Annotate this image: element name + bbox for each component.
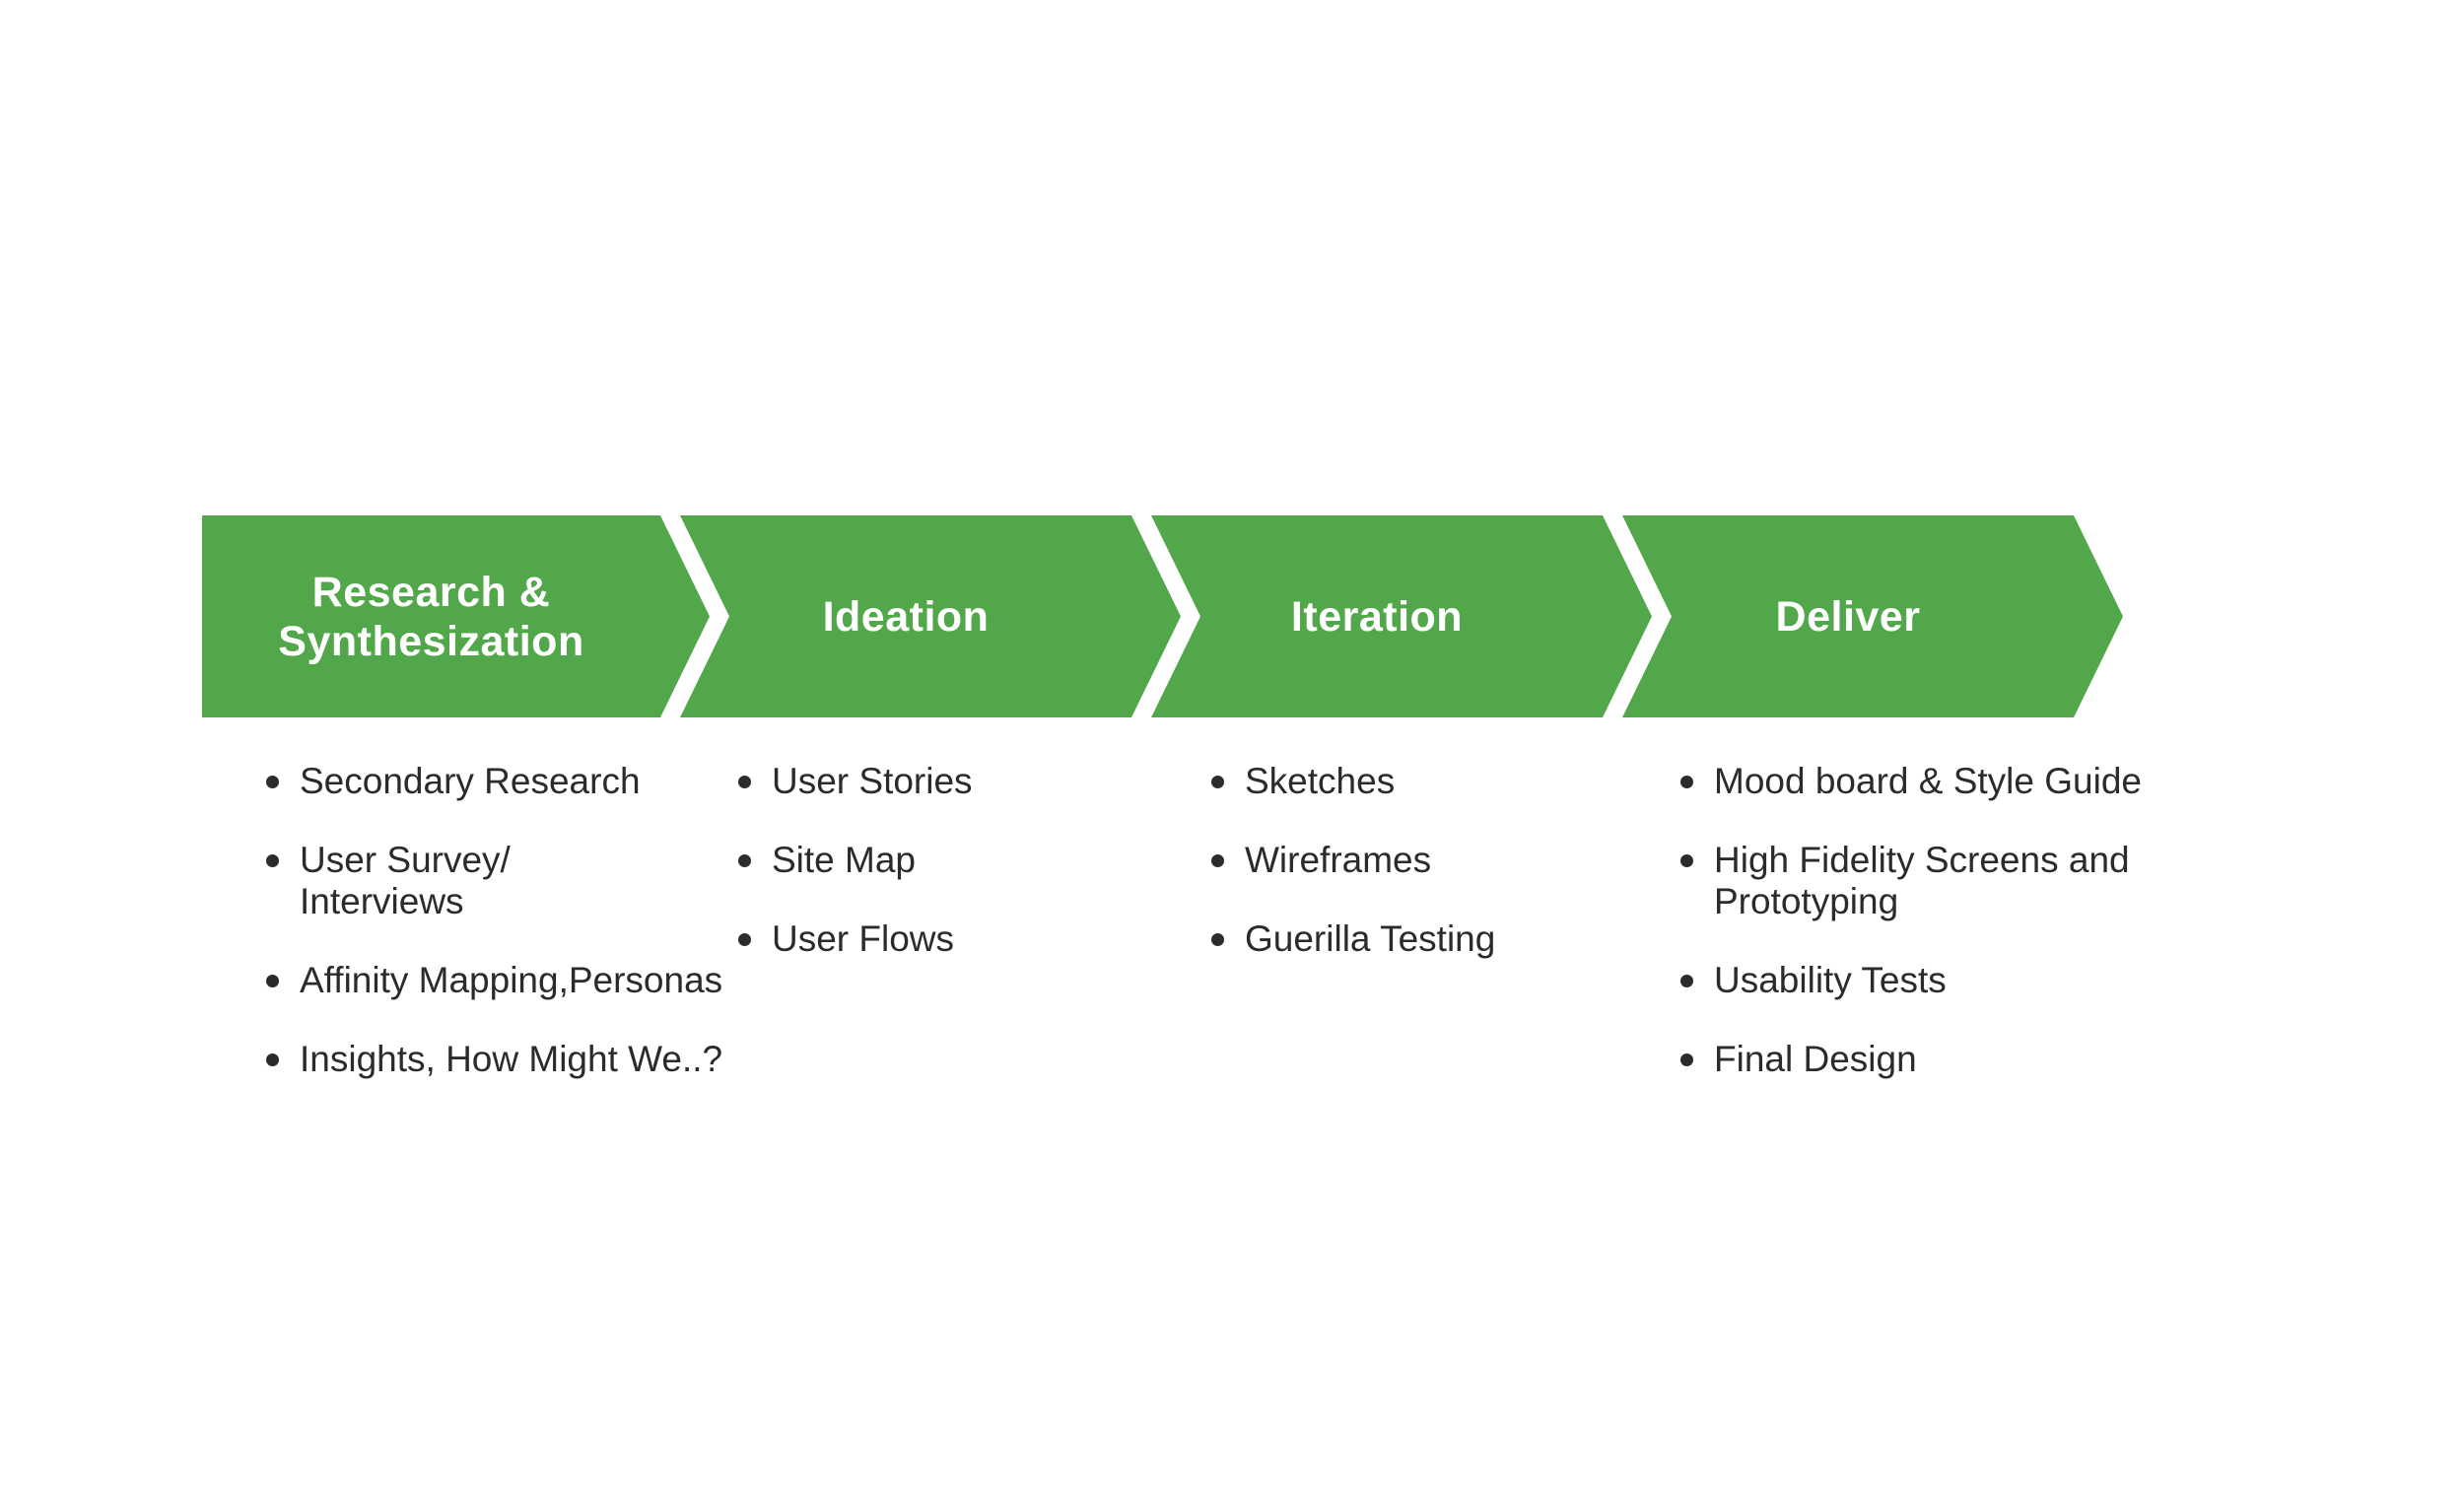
- stage-chevron-arrow: Ideation: [680, 515, 1181, 717]
- activity-item: Usability Tests: [1677, 960, 2169, 1001]
- stage-label: Ideation: [822, 592, 990, 641]
- activity-item: Guerilla Testing: [1207, 918, 1661, 960]
- stage-chevron-arrow: Research & Synthesization: [202, 515, 710, 717]
- stage-label: Research & Synthesization: [278, 568, 584, 665]
- stage-label: Iteration: [1290, 592, 1464, 641]
- stage-label: Deliver: [1775, 592, 1921, 641]
- activity-item: Sketches: [1207, 761, 1661, 802]
- activity-item: User Stories: [734, 761, 1148, 802]
- activity-item: Mood board & Style Guide: [1677, 761, 2169, 802]
- activity-item: User Flows: [734, 918, 1148, 960]
- stage-chevron-arrow: Iteration: [1151, 515, 1652, 717]
- activity-item: Secondary Research: [262, 761, 775, 802]
- stage-chevron-arrow: Deliver: [1622, 515, 2123, 717]
- activity-item: Site Map: [734, 840, 1148, 881]
- activity-item: High Fidelity Screens and Prototyping: [1677, 840, 2169, 922]
- activity-item: User Survey/ Interviews: [262, 840, 775, 922]
- activity-item: Wireframes: [1207, 840, 1661, 881]
- activity-item: Affinity Mapping,Personas: [262, 960, 775, 1001]
- activity-item: Final Design: [1677, 1039, 2169, 1080]
- activity-item: Insights, How Might We..?: [262, 1039, 775, 1080]
